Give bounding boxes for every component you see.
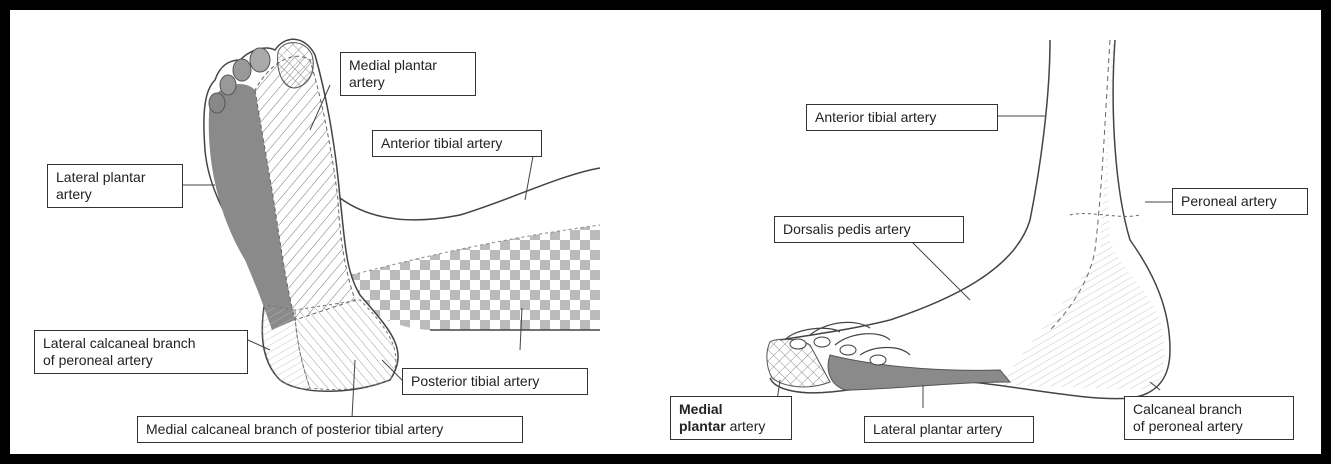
label-text: Anterior tibial artery	[815, 109, 936, 125]
label-text: Peroneal artery	[1181, 193, 1277, 209]
label-text-rest: artery	[726, 418, 766, 434]
foot-illustrations	[10, 10, 1321, 454]
label-text: Posterior tibial artery	[411, 373, 539, 389]
label-text: Dorsalis pedis artery	[783, 221, 911, 237]
label-text-line2: of peroneal artery	[1133, 418, 1285, 435]
label-medial-plantar-artery-left: Medial plantar artery	[340, 52, 476, 96]
label-text: Lateral plantar artery	[873, 421, 1002, 437]
label-calcaneal-branch-peroneal: Calcaneal branch of peroneal artery	[1124, 396, 1294, 440]
label-text-bold1: Medial	[679, 401, 723, 417]
label-text-line1: Calcaneal branch	[1133, 401, 1285, 418]
label-text: Medial calcaneal branch of posterior tib…	[146, 421, 443, 437]
posterior-tibial-region	[340, 225, 600, 330]
label-medial-plantar-artery-right: Medial plantar artery	[670, 396, 792, 440]
label-text-line1: Lateral calcaneal branch	[43, 335, 239, 352]
label-text-line2: artery	[349, 74, 467, 91]
label-text-bold2: plantar	[679, 418, 726, 434]
peroneal-region	[1000, 40, 1165, 390]
label-medial-calcaneal-branch: Medial calcaneal branch of posterior tib…	[137, 416, 523, 443]
diagram-panel: Medial plantar artery Anterior tibial ar…	[10, 10, 1321, 454]
label-posterior-tibial-artery: Posterior tibial artery	[402, 368, 588, 395]
label-anterior-tibial-artery-right: Anterior tibial artery	[806, 104, 998, 131]
label-lateral-plantar-artery-left: Lateral plantar artery	[47, 164, 183, 208]
label-lateral-plantar-artery-right: Lateral plantar artery	[864, 416, 1034, 443]
lateral-plantar-right-region	[828, 355, 1010, 390]
label-text-line2: artery	[56, 186, 174, 203]
label-lateral-calcaneal-branch: Lateral calcaneal branch of peroneal art…	[34, 330, 248, 374]
label-text: Anterior tibial artery	[381, 135, 502, 151]
label-anterior-tibial-artery-left: Anterior tibial artery	[372, 130, 542, 157]
label-peroneal-artery: Peroneal artery	[1172, 188, 1308, 215]
label-text-line2: of peroneal artery	[43, 352, 239, 369]
label-text-line1: Medial plantar	[349, 57, 467, 74]
label-dorsalis-pedis-artery: Dorsalis pedis artery	[774, 216, 964, 243]
label-text-line1: Lateral plantar	[56, 169, 174, 186]
